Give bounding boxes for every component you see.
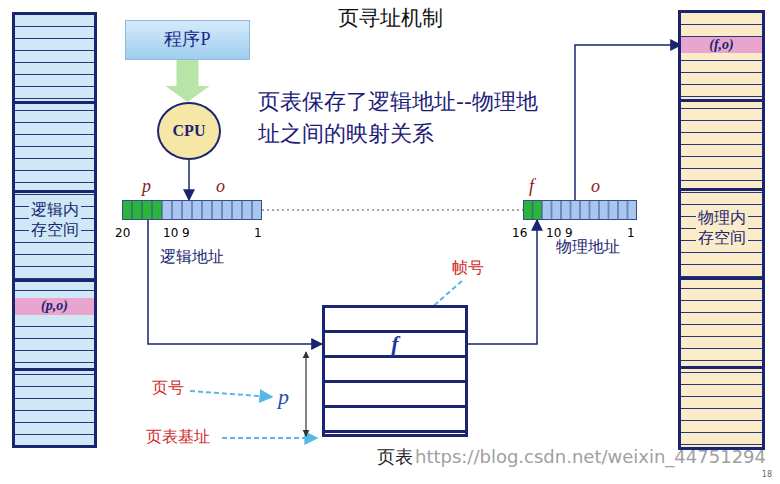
page-bits <box>122 200 162 220</box>
page-number: 18 <box>762 470 772 480</box>
node-label: 逻辑地址 <box>160 247 224 266</box>
bit-number: 16 <box>512 226 527 240</box>
memory-entry: (f,o) <box>681 37 762 53</box>
node-label: 物理内存空间 <box>696 207 748 249</box>
node-label: CPU <box>173 121 206 140</box>
address-cells <box>122 200 262 220</box>
node-label: (p,o) <box>41 298 68 315</box>
node-label: 页表 <box>377 446 413 468</box>
field-name: o <box>591 176 600 198</box>
address-register: 逻辑地址 <box>122 200 262 220</box>
field-name: p <box>142 176 151 198</box>
connector <box>468 220 537 344</box>
callout-text: 帧号 <box>452 258 484 277</box>
cpu-circle: CPU <box>157 102 221 160</box>
page-table: f页表 <box>322 305 468 437</box>
leader-line <box>190 391 272 397</box>
bit-number: 10 9 <box>546 226 573 240</box>
leader-line <box>222 437 317 439</box>
node-label: 程序P <box>164 29 210 51</box>
callout-text: 页号 <box>152 378 184 397</box>
program-box: 程序P <box>125 20 250 60</box>
title: 页寻址机制 <box>338 6 443 31</box>
memory-entry: (p,o) <box>15 298 94 315</box>
bit-number: 10 9 <box>163 226 190 240</box>
connector <box>575 45 681 200</box>
connector <box>188 160 190 200</box>
address-cells <box>523 200 637 220</box>
memory-column: 逻辑内存空间 (p,o) <box>12 12 97 448</box>
field-name: o <box>216 176 225 198</box>
node-label: 逻辑内存空间 <box>29 199 81 241</box>
connector <box>148 220 322 344</box>
bit-number: 20 <box>115 226 130 240</box>
node-label: (f,o) <box>709 37 734 54</box>
field-name: p <box>278 384 289 410</box>
field-name: f <box>529 176 534 198</box>
node-label: f <box>391 331 398 357</box>
caption-note: 页表保存了逻辑地址--物理地址之间的映射关系 <box>258 86 543 150</box>
bit-number: 1 <box>627 226 635 240</box>
watermark: https://blog.csdn.net/weixin_44751294 <box>415 446 766 468</box>
dotted-connector <box>262 209 523 211</box>
callout-text: 页表基址 <box>146 427 210 446</box>
frame-bits <box>523 200 542 220</box>
memory-column: 物理内存空间 (f,o) <box>678 10 765 450</box>
flow-arrow <box>166 60 210 102</box>
address-register: 物理地址 <box>523 200 637 220</box>
bit-number: 1 <box>254 226 262 240</box>
offset-arrow <box>305 352 306 436</box>
